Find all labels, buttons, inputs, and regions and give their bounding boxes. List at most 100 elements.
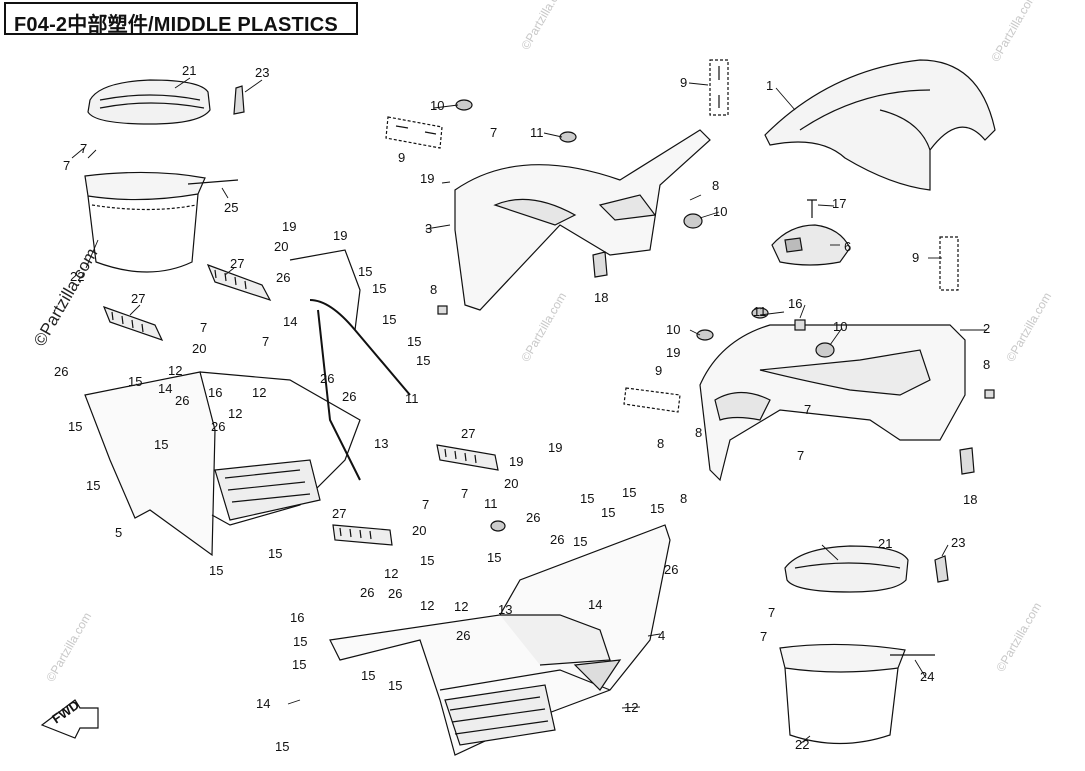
callout-12: 12 — [168, 363, 182, 378]
callout-7: 7 — [262, 334, 269, 349]
callout-11: 11 — [484, 496, 498, 511]
callout-22: 22 — [70, 269, 84, 284]
callout-14: 14 — [283, 314, 297, 329]
callout-23: 23 — [255, 65, 269, 80]
part-11-grommet — [751, 307, 769, 319]
callout-16: 16 — [290, 610, 304, 625]
callout-19: 19 — [333, 228, 347, 243]
callout-15: 15 — [601, 505, 615, 520]
part-4-right-footwell — [329, 524, 671, 756]
part-8-nut — [437, 305, 448, 315]
callout-7: 7 — [768, 605, 775, 620]
callout-16: 16 — [788, 296, 802, 311]
callout-18: 18 — [594, 290, 608, 305]
part-17-screw — [807, 199, 817, 218]
part-23-bracket-left — [233, 85, 245, 115]
callout-9: 9 — [912, 250, 919, 265]
callout-19: 19 — [666, 345, 680, 360]
part-27-footrest — [436, 444, 499, 471]
callout-15: 15 — [128, 374, 142, 389]
callout-13: 13 — [374, 436, 388, 451]
callout-9: 9 — [655, 363, 662, 378]
part-23-bracket-right — [934, 555, 949, 583]
part-11-grommet — [490, 520, 506, 532]
part-25-strap-left — [187, 179, 239, 185]
callout-11: 11 — [753, 304, 767, 319]
callout-7: 7 — [804, 402, 811, 417]
part-27-footrest — [102, 305, 164, 342]
part-11-frame-rail — [309, 299, 411, 481]
callout-19: 19 — [548, 440, 562, 455]
callout-19: 19 — [420, 171, 434, 186]
callout-15: 15 — [361, 668, 375, 683]
callout-26: 26 — [360, 585, 374, 600]
callout-26: 26 — [320, 371, 334, 386]
part-10-grommet — [815, 342, 835, 358]
callout-15: 15 — [358, 264, 372, 279]
callout-7: 7 — [200, 320, 207, 335]
callout-14: 14 — [256, 696, 270, 711]
fwd-label: FWD — [49, 697, 82, 726]
callout-15: 15 — [292, 657, 306, 672]
callouts: 21 23 7 7 25 22 27 27 19 19 20 26 15 15 … — [54, 63, 990, 754]
callout-26: 26 — [388, 586, 402, 601]
callout-15: 15 — [68, 419, 82, 434]
callout-15: 15 — [382, 312, 396, 327]
callout-19: 19 — [509, 454, 523, 469]
callout-15: 15 — [580, 491, 594, 506]
callout-22: 22 — [795, 737, 809, 752]
part-3-front-fender-left — [454, 129, 711, 311]
callout-26: 26 — [664, 562, 678, 577]
callout-15: 15 — [420, 553, 434, 568]
part-9-screw-set — [623, 387, 681, 413]
callout-27: 27 — [461, 426, 475, 441]
callout-9: 9 — [680, 75, 687, 90]
callout-21: 21 — [182, 63, 196, 78]
callout-8: 8 — [657, 436, 664, 451]
part-10-grommet — [696, 329, 714, 341]
callout-26: 26 — [175, 393, 189, 408]
callout-11: 11 — [530, 125, 544, 140]
diagram-title-box: F04-2中部塑件/MIDDLE PLASTICS — [4, 2, 358, 36]
part-22-storage-box-left — [84, 171, 206, 273]
callout-16: 16 — [208, 385, 222, 400]
callout-8: 8 — [712, 178, 719, 193]
callout-26: 26 — [550, 532, 564, 547]
callout-7: 7 — [422, 497, 429, 512]
callout-7: 7 — [80, 141, 87, 156]
callout-14: 14 — [588, 597, 602, 612]
callout-27: 27 — [332, 506, 346, 521]
part-18-clip — [592, 251, 608, 278]
callout-15: 15 — [622, 485, 636, 500]
fwd-arrow — [40, 699, 99, 739]
callout-1: 1 — [766, 78, 773, 93]
callout-15: 15 — [650, 501, 664, 516]
callout-12: 12 — [228, 406, 242, 421]
callout-27: 27 — [131, 291, 145, 306]
callout-7: 7 — [760, 629, 767, 644]
callout-18: 18 — [963, 492, 977, 507]
part-21-lid-right — [784, 545, 909, 593]
callout-15: 15 — [268, 546, 282, 561]
callout-15: 15 — [487, 550, 501, 565]
callout-3: 3 — [425, 221, 432, 236]
callout-15: 15 — [372, 281, 386, 296]
callout-15: 15 — [293, 634, 307, 649]
callout-15: 15 — [275, 739, 289, 754]
callout-26: 26 — [276, 270, 290, 285]
callout-10: 10 — [430, 98, 444, 113]
callout-12: 12 — [624, 700, 638, 715]
callout-13: 13 — [498, 602, 512, 617]
callout-7: 7 — [63, 158, 70, 173]
callout-10: 10 — [666, 322, 680, 337]
part-10-grommet — [683, 213, 703, 229]
part-16-clip — [794, 319, 806, 331]
part-1-front-cover — [764, 59, 996, 191]
callout-8: 8 — [430, 282, 437, 297]
callout-27: 27 — [230, 256, 244, 271]
callout-8: 8 — [983, 357, 990, 372]
callout-14: 14 — [158, 381, 172, 396]
callout-8: 8 — [680, 491, 687, 506]
part-18-clip — [959, 447, 975, 475]
